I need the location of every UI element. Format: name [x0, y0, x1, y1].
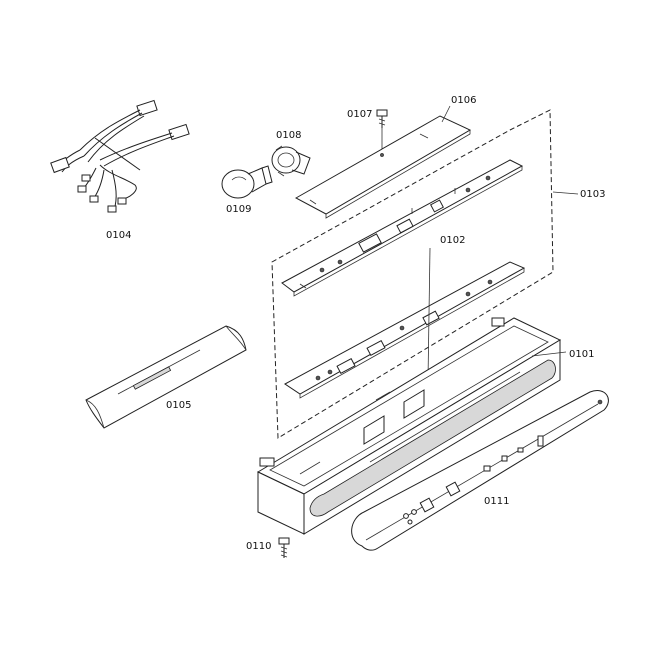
label-0109: 0109 [226, 204, 251, 215]
part-0108-lamp-socket [271, 145, 311, 177]
part-0111-front-panel [351, 390, 609, 551]
part-0109-bulb [221, 165, 273, 199]
part-0110-screw [278, 537, 290, 558]
label-0107: 0107 [347, 109, 372, 120]
part-0101-housing [256, 317, 562, 535]
part-0107-screw [376, 109, 388, 152]
label-0103: 0103 [580, 189, 605, 200]
part-0105-reflector [85, 325, 247, 429]
part-0104-wiring-harness [50, 99, 190, 213]
label-0102: 0102 [440, 235, 465, 246]
label-0101: 0101 [569, 349, 594, 360]
part-0106-cover-plate [294, 115, 472, 219]
part-lower-circuit-board [284, 261, 526, 399]
part-upper-circuit-board [281, 159, 524, 297]
label-0108: 0108 [276, 130, 301, 141]
label-0111: 0111 [484, 496, 509, 507]
label-0105: 0105 [166, 400, 191, 411]
group-boundary-0103 [271, 109, 554, 439]
label-0106: 0106 [451, 95, 476, 106]
label-0110: 0110 [246, 541, 271, 552]
label-0104: 0104 [106, 230, 131, 241]
